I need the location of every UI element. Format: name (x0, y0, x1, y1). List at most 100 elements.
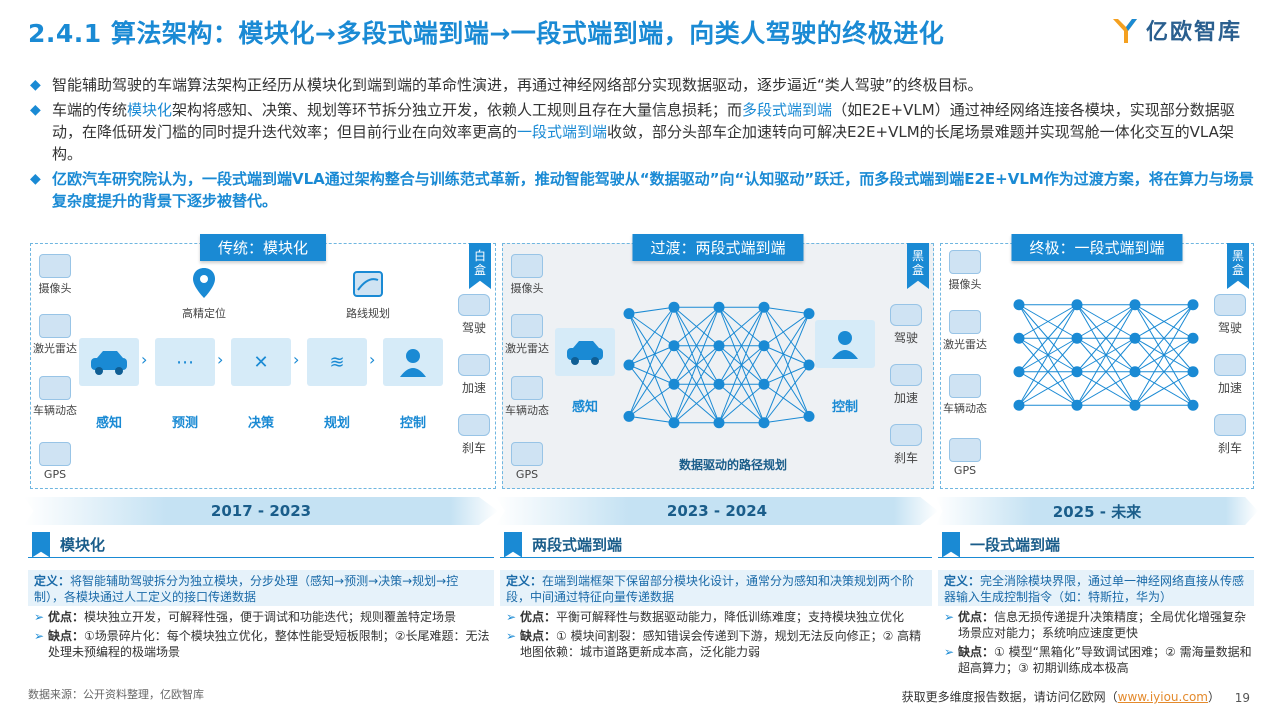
network-node (758, 301, 770, 313)
network-edge (763, 306, 810, 366)
logo-icon (1112, 19, 1137, 43)
card-title: 模块化 (60, 536, 106, 554)
lidar-icon (39, 314, 71, 338)
radar-dish-icon (39, 376, 71, 400)
website-link[interactable]: www.iyiou.com (1117, 690, 1208, 704)
arrow-right-icon: ➢ (506, 610, 517, 624)
steering-car-icon (890, 304, 922, 326)
bullet-1-text: 智能辅助驾驶的车端算法架构正经历从模块化到端到端的革命性演进，再通过神经网络部分… (52, 76, 983, 94)
module-perception-label: 感知 (95, 416, 122, 431)
card-title: 两段式端到端 (532, 536, 623, 554)
panel-modular-head: 传统：模块化 (199, 234, 327, 261)
module-control-label: 控制 (399, 416, 426, 431)
network-node (623, 410, 635, 422)
hd-positioning: 高精定位 (169, 266, 239, 321)
decision-icon: ✕ (253, 351, 269, 373)
lidar-icon (949, 310, 981, 334)
location-pin-icon (193, 268, 215, 298)
action-accelerate: 加速 (451, 354, 497, 396)
module-prediction-label: 预测 (171, 416, 198, 431)
brake-pedal-icon (890, 424, 922, 446)
definition-text: 在端到端框架下保留部分模块化设计，通常分为感知和决策规划两个阶段，中间通过特征向… (506, 574, 915, 604)
network-edge (718, 345, 765, 424)
network-edge (763, 313, 810, 347)
chevron-right-icon: › (369, 350, 376, 369)
logo-text: 亿欧智库 (1145, 20, 1242, 45)
network-edge (1076, 337, 1136, 406)
network-node (758, 417, 770, 429)
cons-text: ① 模型“黑箱化”导致调试困难；② 需海量数据和超高算力；③ 初期训练成本极高 (958, 645, 1252, 675)
action-label: 加速 (893, 391, 918, 405)
route-planning: 路线规划 (333, 266, 403, 321)
pros-label: 优点： (48, 610, 85, 624)
network-edge (1018, 304, 1078, 339)
arrow-right-icon: ➢ (506, 629, 517, 643)
diamond-icon: ◆ (30, 171, 41, 187)
network-edge (673, 383, 720, 424)
network-node (713, 301, 725, 313)
network-edge (628, 364, 675, 385)
sensor-gps: GPS (27, 442, 83, 481)
network-edge (1134, 371, 1194, 406)
network-edge (1134, 337, 1194, 406)
footer-more-text: ） (1207, 690, 1220, 704)
driver-icon (832, 331, 858, 359)
timeline-stage-3: 2025 - 未来 (936, 497, 1258, 525)
bullet-3: ◆ 亿欧汽车研究院认为，一段式端到端VLA通过架构整合与训练范式革新，推动智能驾… (30, 168, 1255, 212)
speedometer-icon (1214, 354, 1246, 376)
network-edge (1134, 304, 1194, 373)
logo: 亿欧智库 (1110, 14, 1242, 46)
sensor-label: 摄像头 (510, 282, 544, 295)
neural-network-one-stage (1013, 299, 1199, 411)
sensor-label: 车辆动态 (943, 402, 987, 415)
network-edge (763, 415, 810, 424)
network-edge (763, 345, 810, 366)
sensor-label: 摄像头 (948, 278, 982, 291)
network-node (803, 410, 815, 422)
network-edge (628, 383, 675, 417)
network-node (1013, 332, 1025, 344)
network-edge (673, 306, 720, 347)
arrow-right-icon: ➢ (34, 629, 45, 643)
hd-positioning-label: 高精定位 (182, 307, 226, 320)
bullet-2-part: 车端的传统 (52, 101, 128, 119)
module-control-box (383, 338, 443, 386)
module-perception-box (79, 338, 139, 386)
highlight-onestage: 一段式端到端 (517, 123, 608, 141)
pros-text: 平衡可解释性与数据驱动能力，降低训练难度；支持模块独立优化 (556, 610, 905, 624)
panel-one-stage-head: 终极：一段式端到端 (1011, 234, 1183, 261)
network-edge (628, 345, 675, 366)
network-edge (763, 313, 810, 423)
action-brake: 刹车 (883, 424, 929, 466)
cons-text: ①场景碎片化：每个模块独立优化，整体性能受短板限制；②长尾难题：无法处理未预编程… (48, 629, 490, 659)
sensor-lidar: 激光雷达 (937, 310, 993, 352)
network-edge (763, 364, 810, 424)
network-node (803, 308, 815, 320)
module-planning-box: ≋ (307, 338, 367, 386)
card-cons: ➢缺点：① 模块间割裂：感知错误会传递到下游，规划无法反向修正；② 高精地图依赖… (500, 628, 932, 660)
bookmark-icon (942, 531, 960, 558)
network-edge (673, 345, 720, 424)
network-node (1129, 332, 1141, 344)
network-node (758, 378, 770, 390)
steering-car-icon (1214, 294, 1246, 316)
card-head: 模块化 (28, 531, 494, 558)
sensor-label: 激光雷达 (943, 338, 987, 351)
definition-text: 将智能辅助驾驶拆分为独立模块，分步处理（感知→预测→决策→规划→控制），各模块通… (34, 574, 459, 604)
bullet-2-part: （如E2E+VLM）通过神经网络连接各模块，实现部分数据驱动，在降低研发门槛的同… (52, 101, 1235, 141)
network-edge (1076, 371, 1136, 406)
network-node (1187, 332, 1199, 344)
car-icon (567, 341, 603, 365)
arrow-right-icon: ➢ (944, 645, 955, 659)
action-label: 加速 (461, 381, 486, 395)
network-node (1129, 366, 1141, 378)
timeline-stage-1: 2017 - 2023 (24, 497, 498, 525)
car-icon (91, 351, 127, 375)
cons-label: 缺点： (48, 629, 85, 643)
network-node (1071, 299, 1083, 311)
network-node (713, 340, 725, 352)
network-node (758, 340, 770, 352)
network-edge (1018, 337, 1078, 406)
sensor-label: 激光雷达 (505, 342, 549, 355)
network-node (1187, 299, 1199, 311)
